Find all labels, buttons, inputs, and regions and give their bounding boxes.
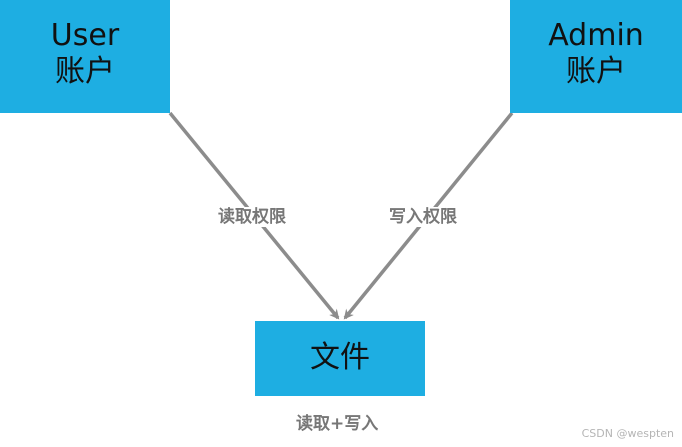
watermark: CSDN @wespten xyxy=(581,427,674,440)
edge-label-write-permission: 写入权限 xyxy=(388,207,458,227)
edge-label-read-permission: 读取权限 xyxy=(217,207,287,227)
user-account-node: User 账户 xyxy=(0,0,170,113)
file-node-title: 文件 xyxy=(310,340,370,375)
admin-account-node: Admin 账户 xyxy=(510,0,682,113)
file-node: 文件 xyxy=(255,321,425,396)
admin-node-subtitle: 账户 xyxy=(566,54,626,89)
file-caption-read-write: 读取+写入 xyxy=(296,414,379,434)
user-node-title: User xyxy=(50,18,120,53)
user-node-subtitle: 账户 xyxy=(55,54,115,89)
admin-node-title: Admin xyxy=(548,18,644,53)
